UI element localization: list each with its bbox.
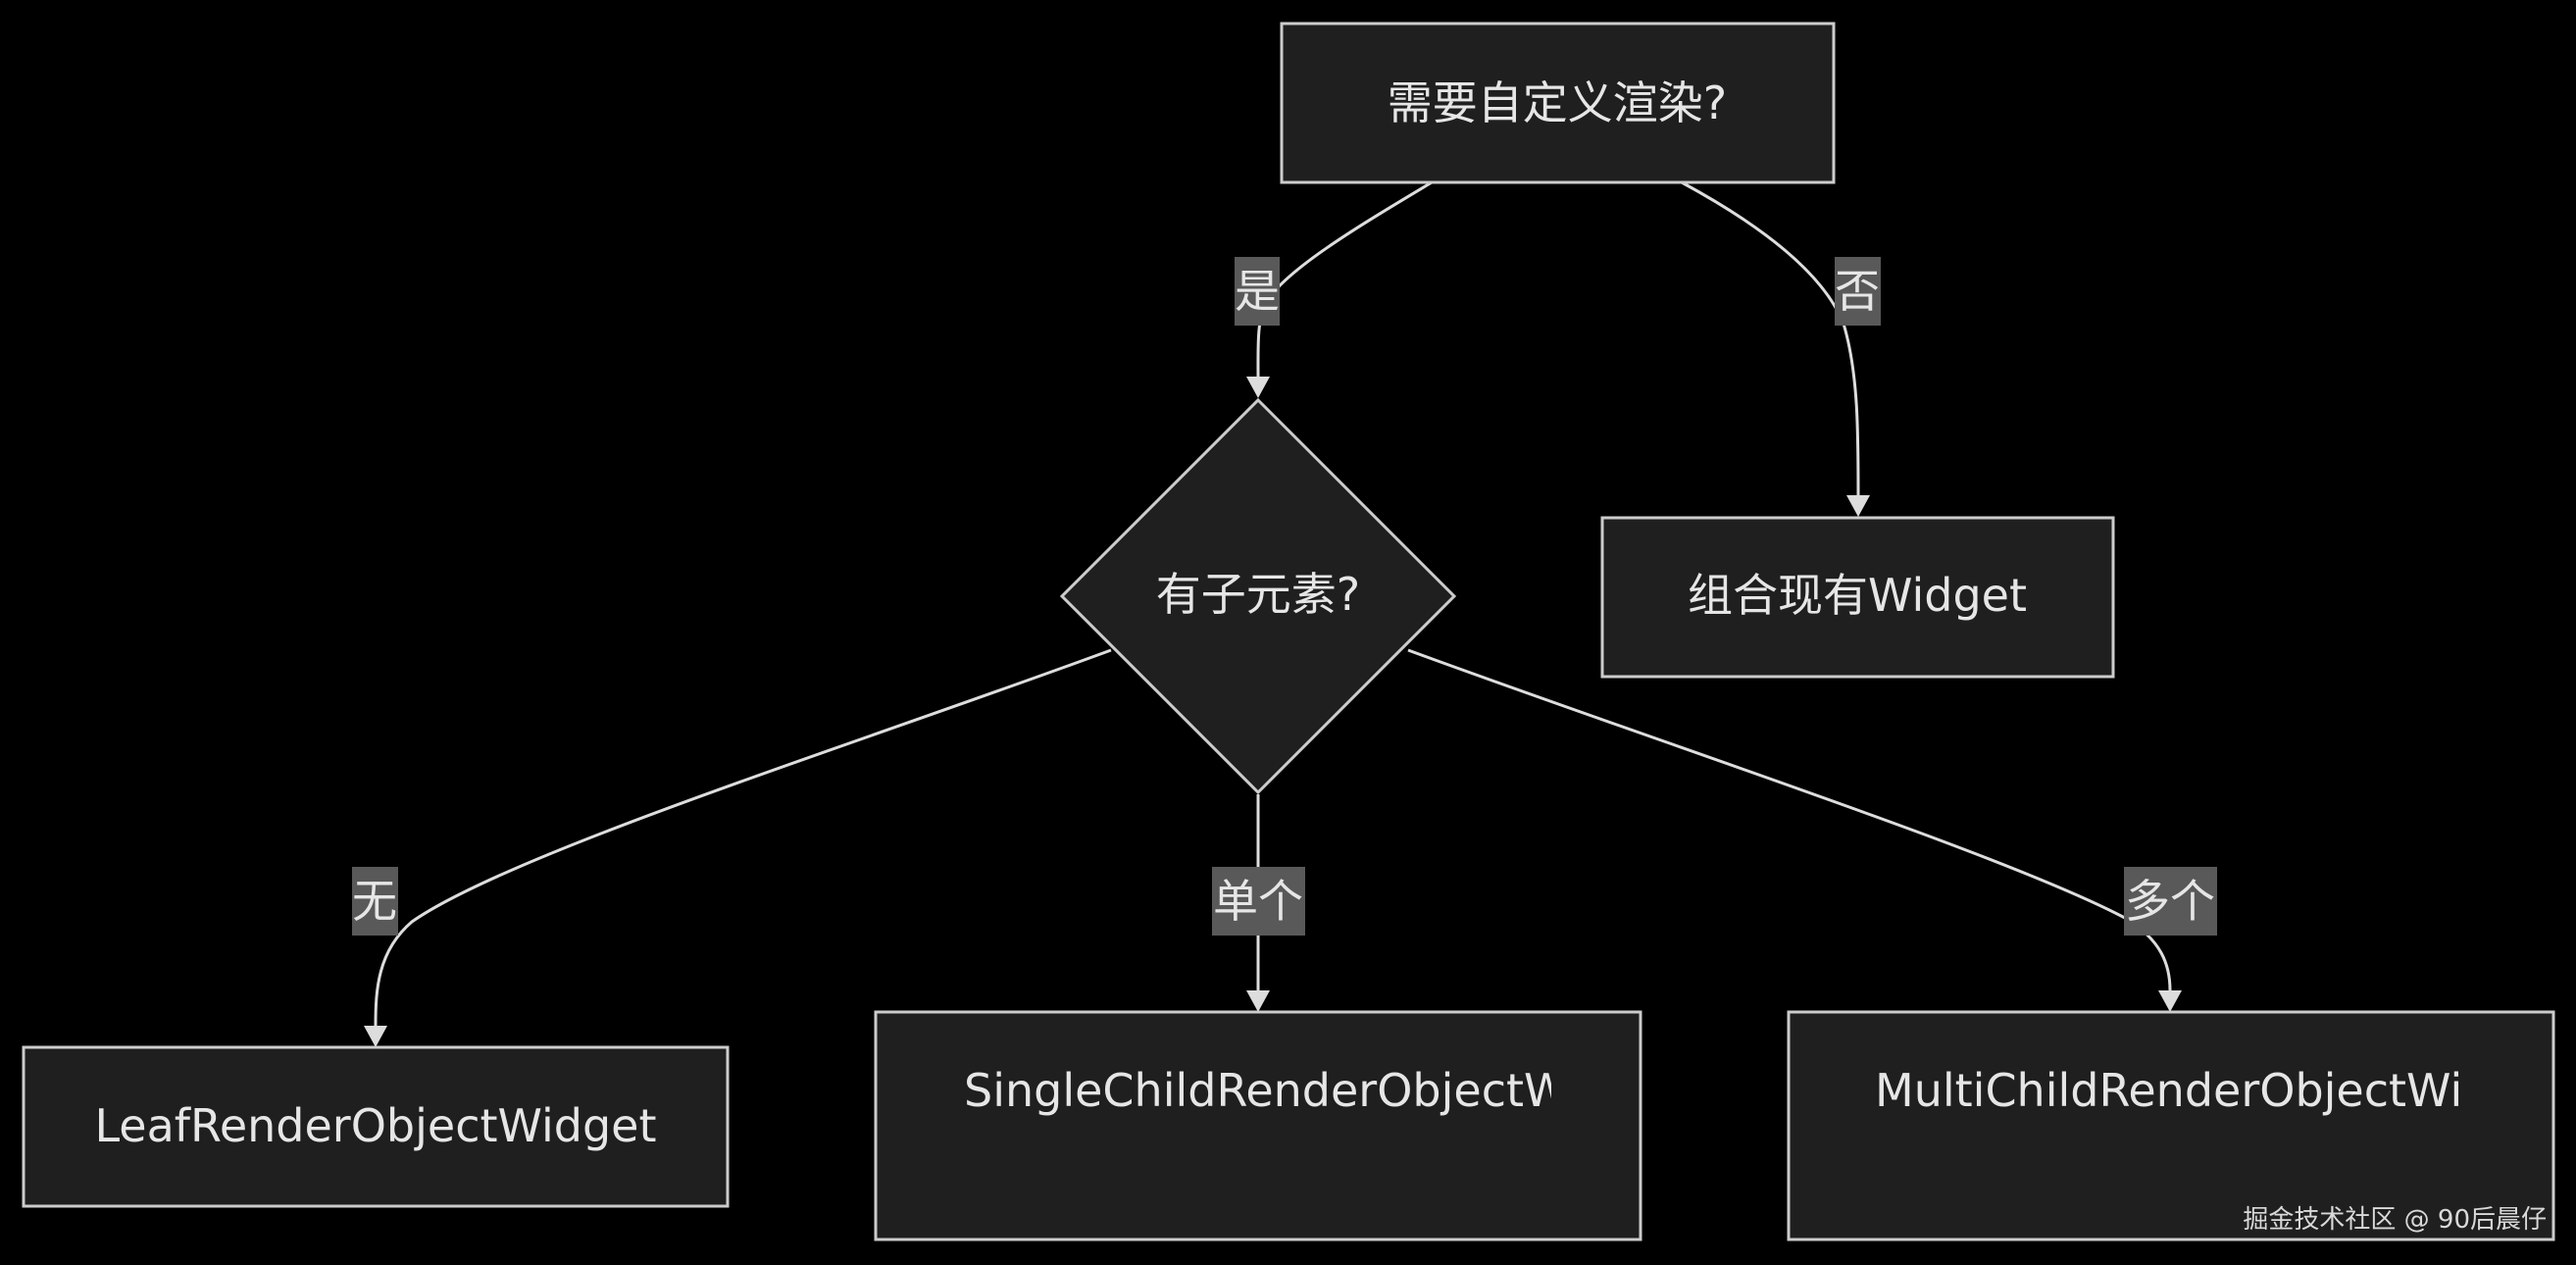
edge-label-no: 否 [1835,257,1881,326]
node-compose: 组合现有Widget [1600,516,2115,679]
node-multi-box [1787,1010,2555,1241]
arrow-to-compose [1846,495,1870,517]
node-start: 需要自定义渲染? [1280,22,1836,184]
edge-label-multiple-bg [2124,867,2217,936]
arrow-to-single [1246,990,1270,1012]
edge-label-yes-text: 是 [1235,265,1280,318]
node-single-label: SingleChildRenderObjectWidget [964,1064,1683,1117]
edge-label-none-bg [352,867,398,936]
edge-label-no-bg [1835,257,1881,326]
edge-label-single: 单个 [1212,867,1305,936]
edge-label-none: 无 [352,867,398,936]
node-has-children: 有子元素? [1059,397,1457,795]
edge-has-children-to-multi [1407,648,2172,991]
edge-label-single-text: 单个 [1213,875,1303,928]
node-leaf-box [22,1045,730,1208]
edge-start-to-compose [1681,180,1860,496]
node-compose-label: 组合现有Widget [1688,569,2027,622]
edge-label-none-text: 无 [352,875,397,928]
edge-label-multiple: 多个 [2124,867,2217,936]
edge-label-no-text: 否 [1835,265,1880,318]
node-compose-box [1600,516,2115,679]
node-has-children-label: 有子元素? [1156,568,1360,621]
edge-start-to-has-children [1256,180,1433,378]
node-start-box [1280,22,1836,184]
arrow-to-leaf [364,1026,387,1047]
arrow-to-has-children [1246,377,1270,398]
edge-label-single-bg [1212,867,1305,936]
node-leaf-label: LeafRenderObjectWidget [94,1099,656,1152]
node-single: SingleChildRenderObjectWidget [874,1010,1683,1241]
edge-has-children-to-leaf [374,648,1112,1027]
edge-label-multiple-text: 多个 [2125,875,2215,928]
node-leaf: LeafRenderObjectWidget [22,1045,730,1208]
node-single-box [874,1010,1642,1241]
node-multi-label: MultiChildRenderObjectWidget [1875,1064,2565,1117]
node-start-label: 需要自定义渲染? [1388,76,1727,129]
edge-label-yes: 是 [1235,257,1280,326]
arrow-to-multi [2158,990,2182,1012]
decision-diamond [1059,397,1457,795]
edge-label-yes-bg [1235,257,1280,326]
node-multi: MultiChildRenderObjectWidget [1787,1010,2565,1241]
watermark: 掘金技术社区 @ 90后晨仔 [2243,1205,2547,1235]
